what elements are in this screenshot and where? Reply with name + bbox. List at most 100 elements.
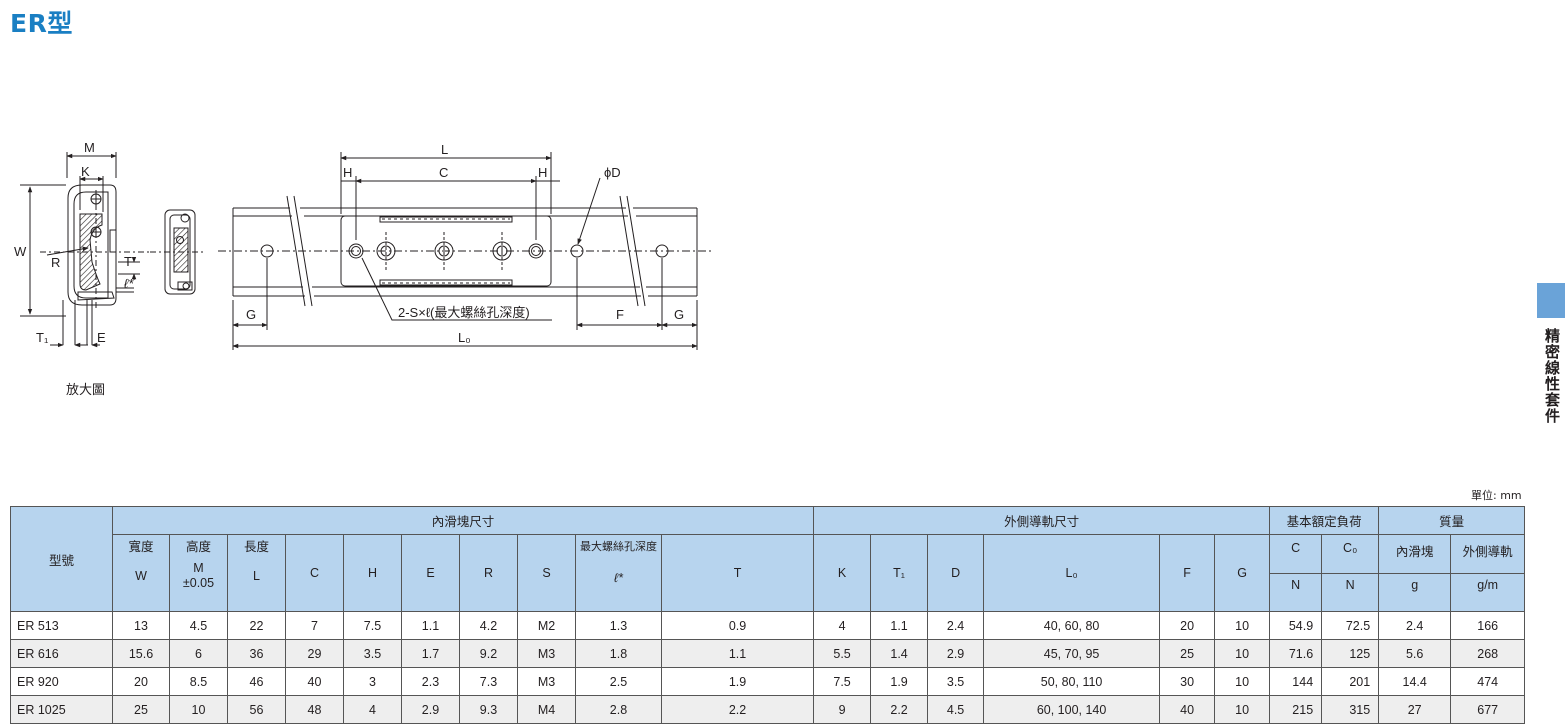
cell-K: 9: [813, 695, 872, 724]
dim-label-T1: T₁: [36, 330, 49, 345]
cell-G: 10: [1214, 639, 1271, 668]
enlarged-view-caption: 放大圖: [66, 383, 106, 398]
cell-l: 1.3: [575, 611, 662, 640]
header-load-rating: 基本額定負荷: [1269, 506, 1380, 535]
cell-L: 56: [227, 695, 286, 724]
cell-mass-rail: 166: [1450, 611, 1526, 640]
cell-H: 4: [343, 695, 402, 724]
cell-R: 9.2: [459, 639, 518, 668]
cell-T: 1.1: [660, 639, 815, 668]
dim-label-K: K: [81, 164, 90, 179]
spec-table: 型號 內滑塊尺寸 外側導軌尺寸 基本額定負荷 質量 寬度 W 高度 M ±0.0…: [10, 506, 1526, 724]
header-H: H: [343, 534, 402, 612]
table-row: ER 1025 25 10 56 48 4 2.9 9.3 M4 2.8 2.2…: [10, 695, 1526, 724]
cell-C0: 72.5: [1321, 611, 1380, 640]
unit-mass-rail: g/m: [1450, 573, 1526, 612]
cell-F: 30: [1159, 667, 1216, 696]
header-rail-dims: 外側導軌尺寸: [813, 506, 1271, 535]
unit-label: 單位: mm: [1471, 489, 1522, 502]
cell-W: 13: [112, 611, 170, 640]
cell-model: ER 513: [10, 611, 113, 640]
cell-mass-block: 14.4: [1378, 667, 1452, 696]
cell-mass-rail: 677: [1450, 695, 1526, 724]
header-T: T: [660, 534, 815, 612]
dim-label-M: M: [84, 140, 95, 155]
cell-R: 7.3: [459, 667, 518, 696]
header-D: D: [927, 534, 985, 612]
dim-label-phiD: ϕD: [604, 165, 621, 180]
header-M: 高度 M ±0.05: [169, 534, 228, 612]
cell-G: 10: [1214, 611, 1271, 640]
cell-F: 25: [1159, 639, 1216, 668]
cell-mass-block: 2.4: [1378, 611, 1452, 640]
cell-H: 3.5: [343, 639, 402, 668]
cell-mass-rail: 268: [1450, 639, 1526, 668]
cell-R: 9.3: [459, 695, 518, 724]
header-R: R: [459, 534, 518, 612]
cell-G: 10: [1214, 695, 1271, 724]
cell-F: 40: [1159, 695, 1216, 724]
cell-M: 10: [169, 695, 228, 724]
cell-C: 7: [285, 611, 344, 640]
side-view: [218, 152, 712, 350]
cell-Cload: 54.9: [1269, 611, 1323, 640]
cell-C0: 201: [1321, 667, 1380, 696]
screw-callout: 2-S×ℓ(最大螺絲孔深度): [398, 305, 530, 320]
cell-M: 8.5: [169, 667, 228, 696]
cell-T: 1.9: [660, 667, 815, 696]
cell-S: M4: [517, 695, 576, 724]
cell-L: 46: [227, 667, 286, 696]
cell-W: 20: [112, 667, 170, 696]
cell-D: 3.5: [927, 667, 985, 696]
dim-label-W: W: [14, 244, 27, 259]
table-row: ER 513 13 4.5 22 7 7.5 1.1 4.2 M2 1.3 0.…: [10, 611, 1526, 640]
cell-l: 2.8: [575, 695, 662, 724]
cell-C: 40: [285, 667, 344, 696]
dim-label-L0: L₀: [458, 330, 471, 345]
header-l: 最大螺絲孔深度 ℓ*: [575, 534, 662, 612]
cell-L: 36: [227, 639, 286, 668]
cell-T1: 1.1: [870, 611, 929, 640]
cell-l: 2.5: [575, 667, 662, 696]
header-mass-block: 內滑塊: [1378, 534, 1452, 574]
technical-drawing: M K W R T ℓ* T₁ E L C H H ϕD G G F L₀ 2-…: [14, 140, 712, 350]
cell-H: 3: [343, 667, 402, 696]
cell-D: 4.5: [927, 695, 985, 724]
cell-E: 1.1: [401, 611, 460, 640]
cell-E: 2.3: [401, 667, 460, 696]
cell-S: M2: [517, 611, 576, 640]
header-E: E: [401, 534, 460, 612]
table-row: ER 616 15.6 6 36 29 3.5 1.7 9.2 M3 1.8 1…: [10, 639, 1526, 668]
dim-label-C: C: [439, 165, 448, 180]
header-G: G: [1214, 534, 1271, 612]
header-L: 長度 L: [227, 534, 286, 612]
header-K: K: [813, 534, 872, 612]
header-C0: C₀: [1321, 534, 1380, 574]
unit-C0: N: [1321, 573, 1380, 612]
cell-D: 2.4: [927, 611, 985, 640]
header-mass: 質量: [1378, 506, 1526, 535]
cell-T1: 2.2: [870, 695, 929, 724]
side-tab-marker: [1537, 283, 1565, 318]
cell-L0: 50, 80, 110: [983, 667, 1161, 696]
header-T1: T₁: [870, 534, 929, 612]
header-mass-rail: 外側導軌: [1450, 534, 1526, 574]
cell-L0: 40, 60, 80: [983, 611, 1161, 640]
cell-W: 15.6: [112, 639, 170, 668]
cell-S: M3: [517, 639, 576, 668]
cell-Cload: 71.6: [1269, 639, 1323, 668]
unit-Cload: N: [1269, 573, 1323, 612]
cell-T1: 1.9: [870, 667, 929, 696]
cell-model: ER 616: [10, 639, 113, 668]
cell-C0: 125: [1321, 639, 1380, 668]
header-block-dims: 內滑塊尺寸: [111, 506, 815, 535]
cell-L: 22: [227, 611, 286, 640]
cell-H: 7.5: [343, 611, 402, 640]
cell-T: 0.9: [660, 611, 815, 640]
cell-C: 29: [285, 639, 344, 668]
cell-model: ER 1025: [10, 695, 113, 724]
cell-F: 20: [1159, 611, 1216, 640]
unit-mass-block: g: [1378, 573, 1452, 612]
header-W: 寬度 W: [112, 534, 170, 612]
header-L0: L₀: [983, 534, 1161, 612]
